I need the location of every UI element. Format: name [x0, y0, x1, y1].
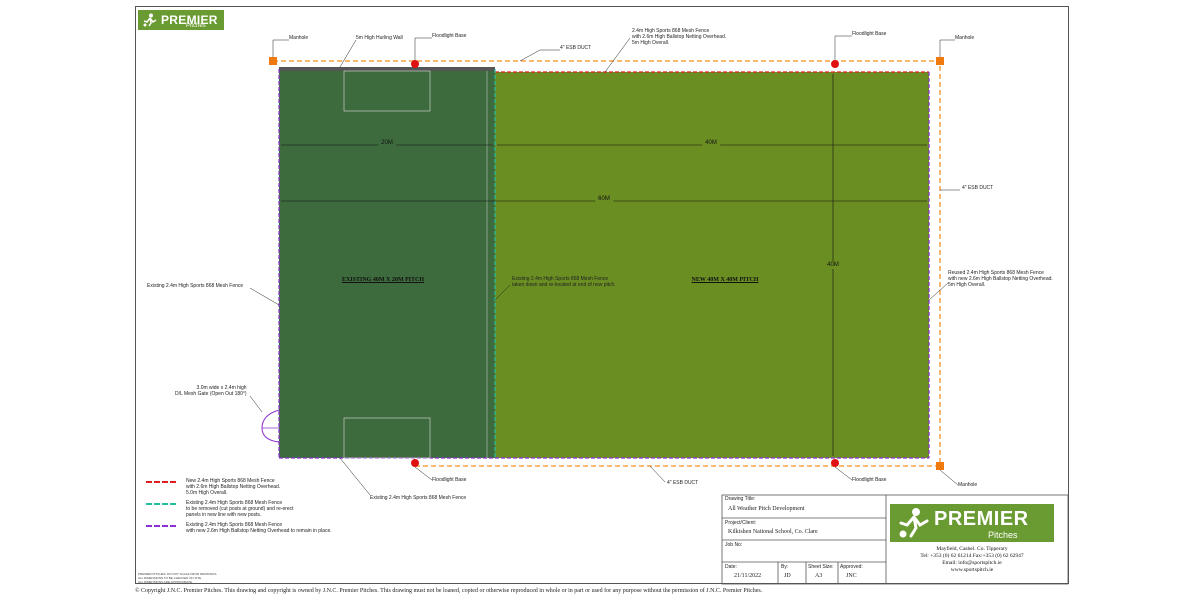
premier-logo-small: PREMIER Pitches [138, 10, 224, 30]
dimension-40m-vertical: 40M [825, 261, 841, 269]
label-gate: 3.0m wide x 2.4m high D/L Mesh Gate (Ope… [175, 385, 247, 397]
company-email: Email: info@sportspitch.ie [942, 560, 1002, 566]
label-manhole-tl: Manhole [289, 35, 309, 41]
label-esb-duct-top: 4" ESB DUCT [560, 45, 592, 51]
premier-logo-large: PREMIER Pitches [890, 504, 1054, 542]
label-floodlight-tr: Floodlight Base [852, 31, 887, 37]
legend-text: Existing 2.4m High Sports 868 Mesh Fence… [186, 522, 332, 534]
legend-swatch-teal [146, 503, 176, 505]
label-esb-duct-bottom: 4" ESB DUCT [667, 480, 699, 486]
player-logo-icon [143, 13, 157, 27]
label-floodlight-bl: Floodlight Base [432, 477, 467, 483]
legend-text: New 2.4m High Sports 868 Mesh Fence with… [186, 478, 281, 496]
label-fence-top: 2.4m High Sports 868 Mesh Fence with 2.6… [632, 28, 727, 46]
drawing-frame [135, 6, 1069, 584]
label-manhole-br: Manhole [958, 482, 978, 488]
dimension-20m: 20M [378, 140, 396, 146]
label-reused-fence: Reused 2.4m High Sports 868 Mesh Fence w… [948, 270, 1053, 288]
project-header: Project/Client: [725, 520, 757, 526]
company-brand: PREMIER [934, 508, 1029, 530]
company-sub: Pitches [988, 530, 1018, 540]
legend-item-new-fence: New 2.4m High Sports 868 Mesh Fence with… [146, 478, 280, 496]
sheet-size-header: Sheet Size: [808, 564, 834, 570]
player-logo-icon [899, 508, 929, 538]
legend-swatch-purple [146, 525, 176, 527]
company-web: www.sportspitch.ie [950, 567, 994, 573]
legend-item-relocate-fence: Existing 2.4m High Sports 868 Mesh Fence… [146, 500, 294, 518]
label-manhole-tr: Manhole [955, 35, 975, 41]
legend-text: Existing 2.4m High Sports 868 Mesh Fence… [186, 500, 294, 518]
label-existing-fence-left: Existing 2.4m High Sports 868 Mesh Fence [147, 283, 244, 289]
approved-value: JNC [846, 573, 857, 579]
by-header: By: [781, 564, 789, 570]
new-pitch-title: NEW 40M X 40M PITCH [691, 277, 759, 283]
date-value: 21/11/2022 [734, 573, 762, 579]
drawing-title-header: Drawing Title: [725, 496, 756, 502]
job-no-header: Job No: [725, 542, 743, 548]
label-floodlight-br: Floodlight Base [852, 477, 887, 483]
approved-header: Approved: [840, 564, 863, 570]
copyright-notice: © Copyright J.N.C. Premier Pitches. This… [135, 588, 763, 594]
label-relocated-fence: Existing 2.4m High Sports 868 Mesh Fence… [512, 276, 616, 288]
dimension-60m: 60M [595, 196, 613, 202]
logo-sub: Pitches [186, 23, 206, 29]
existing-pitch-title: EXISTING 40M X 20M PITCH [341, 277, 425, 283]
sheet-size-value: A3 [815, 573, 823, 579]
company-address: Mayfield, Cashel. Co. Tipperary [936, 546, 1008, 552]
drawing-title: All Weather Pitch Development [728, 506, 805, 512]
legend-swatch-red [146, 481, 176, 483]
fineprint-note: PREMIER PITCHES: DO NOT SCALE FROM DRAWI… [138, 572, 218, 584]
logo-brand: PREMIER [161, 13, 218, 27]
dimension-40m: 40M [702, 140, 720, 146]
date-header: Date: [725, 564, 737, 570]
label-hurling-wall: 5m High Hurling Wall [356, 35, 403, 41]
project-client: Kilkishen National School, Co. Clare [728, 529, 818, 535]
legend-item-existing-fence: Existing 2.4m High Sports 868 Mesh Fence… [146, 522, 332, 534]
label-esb-duct-right: 4" ESB DUCT [962, 185, 994, 191]
company-tel: Tel: +353 (0) 62 61214 Fax:+353 (0) 62 6… [920, 553, 1024, 559]
label-existing-fence-bottom: Existing 2.4m High Sports 868 Mesh Fence [370, 495, 467, 501]
by-value: JD [784, 573, 791, 579]
label-floodlight-tl: Floodlight Base [432, 33, 467, 39]
